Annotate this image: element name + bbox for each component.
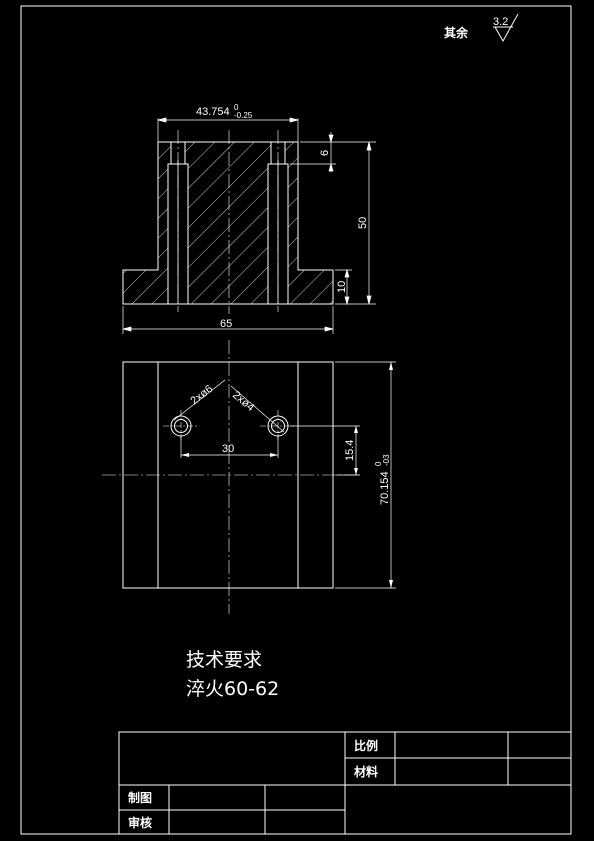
dim-flange-height: 10 xyxy=(336,281,348,293)
front-dimensions xyxy=(122,117,376,334)
dim-total-height: 50 xyxy=(357,217,369,229)
surface-finish-label: 其余 xyxy=(444,25,469,40)
requirements-title: 技术要求 xyxy=(186,649,262,671)
drawing-border xyxy=(20,5,572,835)
dim-counterbore-height: 6 xyxy=(319,150,331,156)
top-view xyxy=(102,340,396,614)
dim-length-sup: 0 xyxy=(374,461,383,466)
dim-hole-spacing: 30 xyxy=(222,443,234,455)
front-view xyxy=(122,130,334,314)
dim-top-width: 43.754 xyxy=(196,106,230,118)
material-label: 材料 xyxy=(353,764,378,779)
dim-top-width-sup: 0 xyxy=(234,103,239,112)
dim-top-width-sub: -0.25 xyxy=(234,111,253,120)
section-hatch xyxy=(122,141,334,305)
roughness-value: 3.2 xyxy=(493,16,508,28)
dim-length: 70.154 xyxy=(379,471,391,505)
requirements-line1: 淬火60-62 xyxy=(186,678,279,700)
dim-hole-offset: 15.4 xyxy=(344,440,356,461)
drawn-label: 制图 xyxy=(128,790,152,805)
title-block xyxy=(118,731,572,835)
checked-label: 审核 xyxy=(128,815,152,830)
dim-length-sub: -03 xyxy=(382,454,391,466)
dim-hole-a: 2xø6 xyxy=(188,383,215,408)
dim-hole-b: 2xø4 xyxy=(230,389,256,414)
dim-total-width: 65 xyxy=(220,318,232,330)
scale-label: 比例 xyxy=(354,738,378,753)
surface-finish: 其余 3.2 xyxy=(444,13,519,43)
roughness-symbol-icon xyxy=(493,13,519,43)
